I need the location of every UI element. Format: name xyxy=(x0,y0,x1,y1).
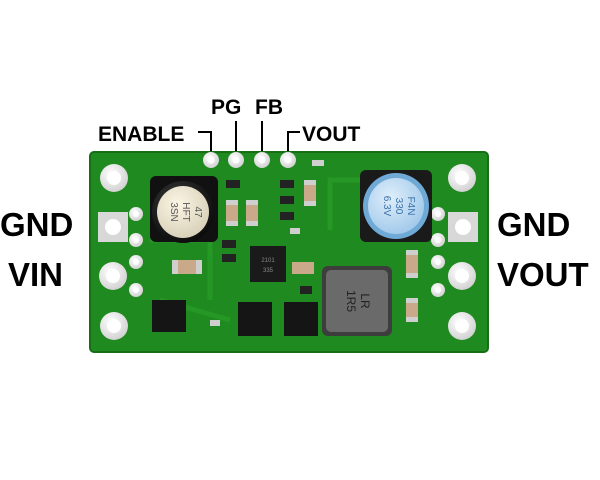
pg-pin-label: PG xyxy=(211,96,242,119)
gnd-left-label: GND xyxy=(0,206,74,243)
regulator-ic: 2101 335 xyxy=(250,246,286,282)
inductor: LR 1R5 xyxy=(322,266,392,336)
output-cap-marking-line3: 6.3V xyxy=(381,196,392,217)
input-capacitor: 47 HFT 3SN xyxy=(150,176,218,243)
vout-right-label: VOUT xyxy=(497,256,589,293)
vout-top-pin-label: VOUT xyxy=(302,123,361,146)
output-capacitor: F4N 330 6.3V xyxy=(360,170,432,242)
right-power-pads xyxy=(431,207,478,297)
signal-pins xyxy=(203,152,296,168)
input-cap-marking-line2: HFT xyxy=(180,202,191,221)
output-cap-marking-line2: 330 xyxy=(393,198,404,215)
smd-components xyxy=(172,160,418,326)
mounting-holes xyxy=(100,164,476,340)
pin-leader-lines xyxy=(198,121,300,152)
inductor-marking-line2: 1R5 xyxy=(344,290,358,312)
output-cap-marking-line1: F4N xyxy=(405,197,416,216)
ic-marking-line2: 335 xyxy=(263,268,274,274)
gnd-right-label: GND xyxy=(497,206,571,243)
enable-pin-label: ENABLE xyxy=(98,123,185,146)
ic-marking-line1: 2101 xyxy=(261,258,275,264)
vin-label: VIN xyxy=(8,256,64,293)
input-cap-marking-line1: 47 xyxy=(192,206,203,218)
left-power-pads xyxy=(98,207,143,297)
fb-pin-label: FB xyxy=(255,96,283,119)
inductor-marking-line1: LR xyxy=(358,293,372,309)
mosfets xyxy=(152,300,318,336)
input-cap-marking-line3: 3SN xyxy=(168,202,179,221)
